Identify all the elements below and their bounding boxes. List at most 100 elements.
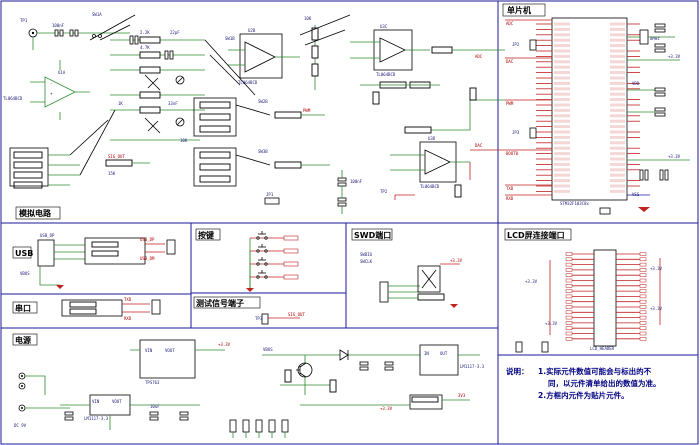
label-swd-v33: +3.3V (450, 258, 463, 263)
label-lcd-v33-c: +3.3V (525, 279, 538, 284)
label-u3d: U3D (428, 136, 436, 141)
label-c3: 22pF (170, 30, 180, 35)
label-reg2: TPS763 (145, 380, 160, 385)
label-mcu-boot: BOOT0 (506, 151, 519, 156)
label-r6: 10K (180, 138, 188, 143)
label-mcu-pwm: PWM (506, 101, 514, 106)
label-reg3: LM1117-3.3 (460, 364, 485, 369)
label-tp2: TP2 (380, 189, 388, 194)
usb-resistor-pack (84, 237, 146, 265)
label-vbus: VBUS (20, 271, 30, 276)
filter-network-1 (110, 35, 205, 74)
label-test-tp: TP3 (255, 316, 263, 321)
mcu-pins-right (610, 22, 640, 193)
notes-line2: 同，以元件清单给出的数值为准。 (548, 378, 661, 388)
label-tp1: TP1 (20, 18, 28, 23)
notes-line1: 1.实际元件数值可能会与标出的不 (538, 366, 652, 376)
label-r2: 2.2K (140, 30, 150, 35)
header-usb: USB (15, 249, 33, 258)
label-uart-txd: TXD (124, 297, 132, 302)
label-mcu-txd: TXD (506, 186, 514, 191)
header-power: 电源 (15, 335, 31, 345)
frame-lcd (497, 222, 699, 356)
sym-u1-plus: + (50, 91, 53, 96)
label-sig-out1: SIG_OUT (108, 154, 125, 159)
uart-resistor-pack (61, 299, 123, 317)
label-v33-mcu2: +3.3V (668, 154, 681, 159)
label-lcd-v33-b: +3.3V (650, 306, 663, 311)
label-adc: ADC (475, 54, 483, 59)
label-sw1a: SW1A (92, 12, 102, 17)
label-jp2: JP2 (512, 42, 520, 47)
divider-ladder (299, 14, 351, 90)
label-c1: 100nF (52, 23, 65, 28)
label-dac: DAC (475, 143, 483, 148)
power-led-pack (409, 394, 443, 410)
notes-title: 说明： (506, 366, 529, 376)
label-swd2: SWCLK (360, 259, 373, 264)
dc-input (18, 372, 26, 412)
header-lcd: LCD屏连接端口 (507, 230, 565, 240)
mcu-chip (551, 17, 628, 201)
sym-u1-minus: - (50, 81, 52, 86)
reg2-vin: VIN (145, 348, 153, 353)
label-usb-dm-out: USB_DM (140, 256, 155, 261)
label-u2b: U2B (248, 28, 256, 33)
label-dc9v: DC 9V (14, 423, 27, 428)
reg2-vout: VOUT (165, 348, 175, 353)
label-reg1: LM1117-3.3 (84, 416, 109, 421)
label-mcu-part: STM32F103C8x (560, 201, 589, 206)
header-uart: 串口 (15, 303, 31, 313)
reg3-vout: OUT (440, 351, 448, 356)
mcu-decoupling (639, 87, 669, 181)
label-vss: VSS (632, 192, 640, 197)
label-u1a: U1A (58, 70, 66, 75)
header-keys: 按键 (198, 230, 214, 240)
header-test: 测试信号端子 (196, 298, 244, 308)
reg1-vin: VIN (92, 399, 100, 404)
mcu-pins-left (536, 22, 570, 193)
label-u3d-part: TL064BCD (420, 184, 440, 189)
label-osc: 8MHz (650, 36, 660, 41)
frame-mcu (497, 0, 699, 224)
label-c5: 33nF (168, 101, 178, 106)
label-lcd-v33-a: +3.3V (650, 266, 663, 271)
label-vdd: VDD (632, 81, 640, 86)
label-pwr-3v3: 3V3 (458, 393, 466, 398)
reg1-vout: VOUT (112, 399, 122, 404)
label-mcu-dac: DAC (506, 59, 514, 64)
lcd-pins (549, 252, 661, 341)
test-points-row (229, 419, 289, 438)
usb-tp (166, 239, 176, 255)
reg3-vin: IN (424, 351, 429, 356)
label-v33-mcu1: +3.3V (668, 54, 681, 59)
label-r7: 10K (304, 16, 312, 21)
regulator-1 (89, 394, 131, 416)
label-r18: 15K (108, 171, 116, 176)
label-sw1b: SW1B (225, 36, 235, 41)
header-analog: 模拟电路 (19, 208, 52, 218)
trimmer-caps (144, 74, 185, 134)
label-pwr-v33b: +3.3V (380, 406, 393, 411)
label-sw2b: SW2B (258, 99, 268, 104)
header-swd: SWD端口 (354, 230, 391, 240)
frame-notes (497, 354, 699, 445)
regulator-2 (139, 339, 196, 379)
label-test-sig: SIG_OUT (288, 312, 305, 317)
label-pwm: PWM (303, 108, 311, 113)
label-r3: 4.7K (140, 45, 150, 50)
label-jp3: JP3 (512, 130, 520, 135)
label-uart-rxd: RXD (124, 316, 132, 321)
label-mcu-rxd: RXD (506, 196, 514, 201)
label-sw3b: SW3B (258, 149, 268, 154)
key-buttons (246, 231, 299, 292)
label-swd1: SWDIO (360, 252, 373, 257)
label-u2b-part: TL064BCD (238, 80, 258, 85)
label-usb-dp-out: USB_DP (140, 237, 155, 242)
label-lcd-v33-d: +3.3V (545, 321, 558, 326)
label-pwr-vbus: VBUS (263, 347, 273, 352)
regulator-3 (419, 344, 459, 376)
label-u3c: U3C (380, 24, 388, 29)
label-usb-dp: USB_DP (40, 233, 55, 238)
